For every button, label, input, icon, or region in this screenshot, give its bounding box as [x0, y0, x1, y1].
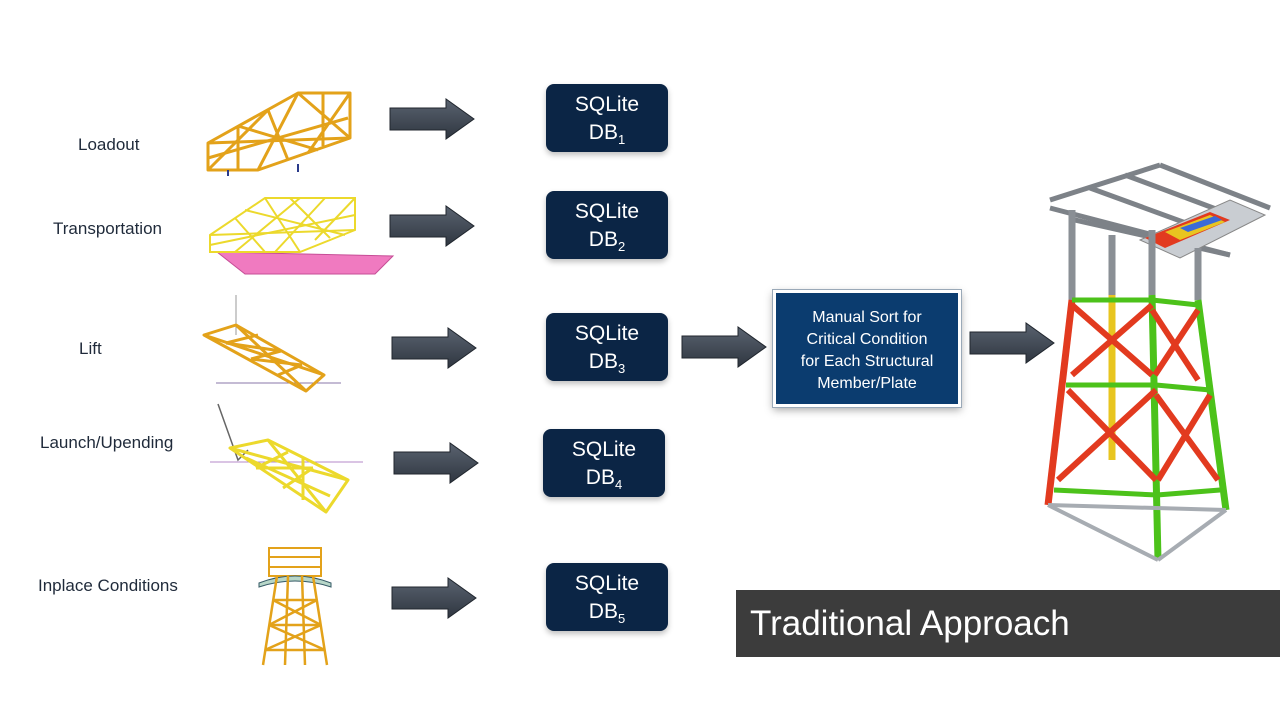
stage-label-lift: Lift — [79, 339, 102, 358]
arrow-launch-to-db — [393, 442, 479, 484]
db-5-name: SQLite — [574, 572, 640, 595]
stage-label-launch-upending: Launch/Upending — [40, 433, 174, 452]
db-1-name: SQLite — [574, 93, 640, 116]
db-2-name: SQLite — [574, 200, 640, 223]
sqlite-db-4-box: SQLite DB4 — [543, 429, 665, 497]
db-2-prefix: DB — [588, 228, 618, 251]
db-2-index: 2 — [617, 239, 626, 254]
arrow-transportation-to-db — [389, 205, 475, 247]
db-5-index: 5 — [617, 611, 626, 626]
manual-sort-line-3: for Each Structural — [800, 353, 934, 370]
sqlite-db-1-box: SQLite DB1 — [546, 84, 668, 152]
arrow-lift-to-db — [391, 327, 477, 369]
stage-label-loadout: Loadout — [78, 135, 140, 154]
manual-sort-line-1: Manual Sort for — [812, 309, 922, 326]
arrow-loadout-to-db — [389, 98, 475, 140]
db-5-prefix: DB — [588, 600, 618, 623]
stage-label-transportation: Transportation — [53, 219, 162, 238]
manual-sort-box: Manual Sort for Critical Condition for E… — [772, 289, 962, 408]
sqlite-db-2-box: SQLite DB2 — [546, 191, 668, 259]
inplace-jacket-image — [258, 547, 332, 666]
launch-upending-truss-image — [210, 403, 363, 514]
db-1-index: 1 — [617, 132, 626, 147]
transportation-barge-image — [209, 197, 395, 275]
sqlite-db-3-box: SQLite DB3 — [546, 313, 668, 381]
jacket-stress-model-image — [1044, 162, 1271, 562]
db-4-name: SQLite — [571, 438, 637, 461]
db-3-prefix: DB — [588, 350, 618, 373]
db-3-index: 3 — [617, 361, 626, 376]
arrow-inplace-to-db — [391, 577, 477, 619]
sqlite-db-5-box: SQLite DB5 — [546, 563, 668, 631]
db-4-index: 4 — [614, 477, 623, 492]
lift-truss-image — [202, 295, 341, 393]
loadout-truss-image — [206, 91, 352, 176]
db-4-prefix: DB — [585, 466, 615, 489]
db-3-name: SQLite — [574, 322, 640, 345]
manual-sort-line-2: Critical Condition — [806, 331, 928, 348]
traditional-approach-banner: Traditional Approach — [736, 590, 1280, 657]
stage-label-inplace-conditions: Inplace Conditions — [38, 576, 178, 595]
manual-sort-line-4: Member/Plate — [817, 375, 917, 392]
arrow-manual-sort-to-jacket — [969, 322, 1055, 364]
db-1-prefix: DB — [588, 121, 618, 144]
arrow-db-to-manual-sort — [681, 326, 767, 368]
